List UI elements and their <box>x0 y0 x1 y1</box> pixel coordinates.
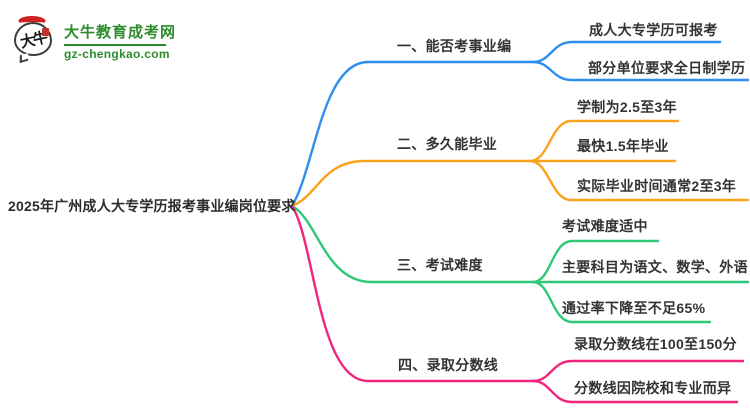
branch4-child1-label[interactable]: 录取分数线在100至150分 <box>574 336 737 352</box>
branch1-lines <box>290 40 750 208</box>
logo-red-arc <box>17 16 47 30</box>
logo-red-seal <box>42 28 49 36</box>
branch4-child2-label[interactable]: 分数线因院校和专业而异 <box>574 380 732 396</box>
branch4-label[interactable]: 四、录取分数线 <box>398 357 499 373</box>
branch2-child2-label[interactable]: 最快1.5年毕业 <box>577 138 669 154</box>
branch3-child3-label[interactable]: 通过率下降至不足65% <box>562 300 706 316</box>
branch4-lines <box>290 204 745 404</box>
branch1-child2-label[interactable]: 部分单位要求全日制学历 <box>588 60 746 76</box>
branch1-label[interactable]: 一、能否考事业编 <box>397 38 512 54</box>
branch3-lines <box>290 204 750 324</box>
branch3-label[interactable]: 三、考试难度 <box>397 257 483 273</box>
branch2-child3-label[interactable]: 实际毕业时间通常2至3年 <box>577 178 737 194</box>
logo-text-block: 大牛教育成考网 gz-chengkao.com <box>64 16 176 61</box>
site-url: gz-chengkao.com <box>64 47 170 61</box>
central-topic[interactable]: 2025年广州成人大专学历报考事业编岗位要求 <box>8 198 296 214</box>
site-name: 大牛教育成考网 <box>64 24 177 41</box>
branch3-child2-label[interactable]: 主要科目为语文、数学、外语 <box>562 259 748 275</box>
logo-divider <box>64 44 166 46</box>
branch2-lines <box>290 119 750 208</box>
branch3-child1-label[interactable]: 考试难度适中 <box>562 218 648 234</box>
logo-bubble-icon: 大牛 <box>12 16 58 64</box>
logo-speech-bubble: 大牛 <box>14 22 52 56</box>
branch2-label[interactable]: 二、多久能毕业 <box>397 136 498 152</box>
site-logo[interactable]: 大牛 大牛教育成考网 gz-chengkao.com <box>12 16 176 64</box>
branch2-child1-label[interactable]: 学制为2.5至3年 <box>577 99 677 115</box>
branch1-child1-label[interactable]: 成人大专学历可报考 <box>589 22 718 38</box>
